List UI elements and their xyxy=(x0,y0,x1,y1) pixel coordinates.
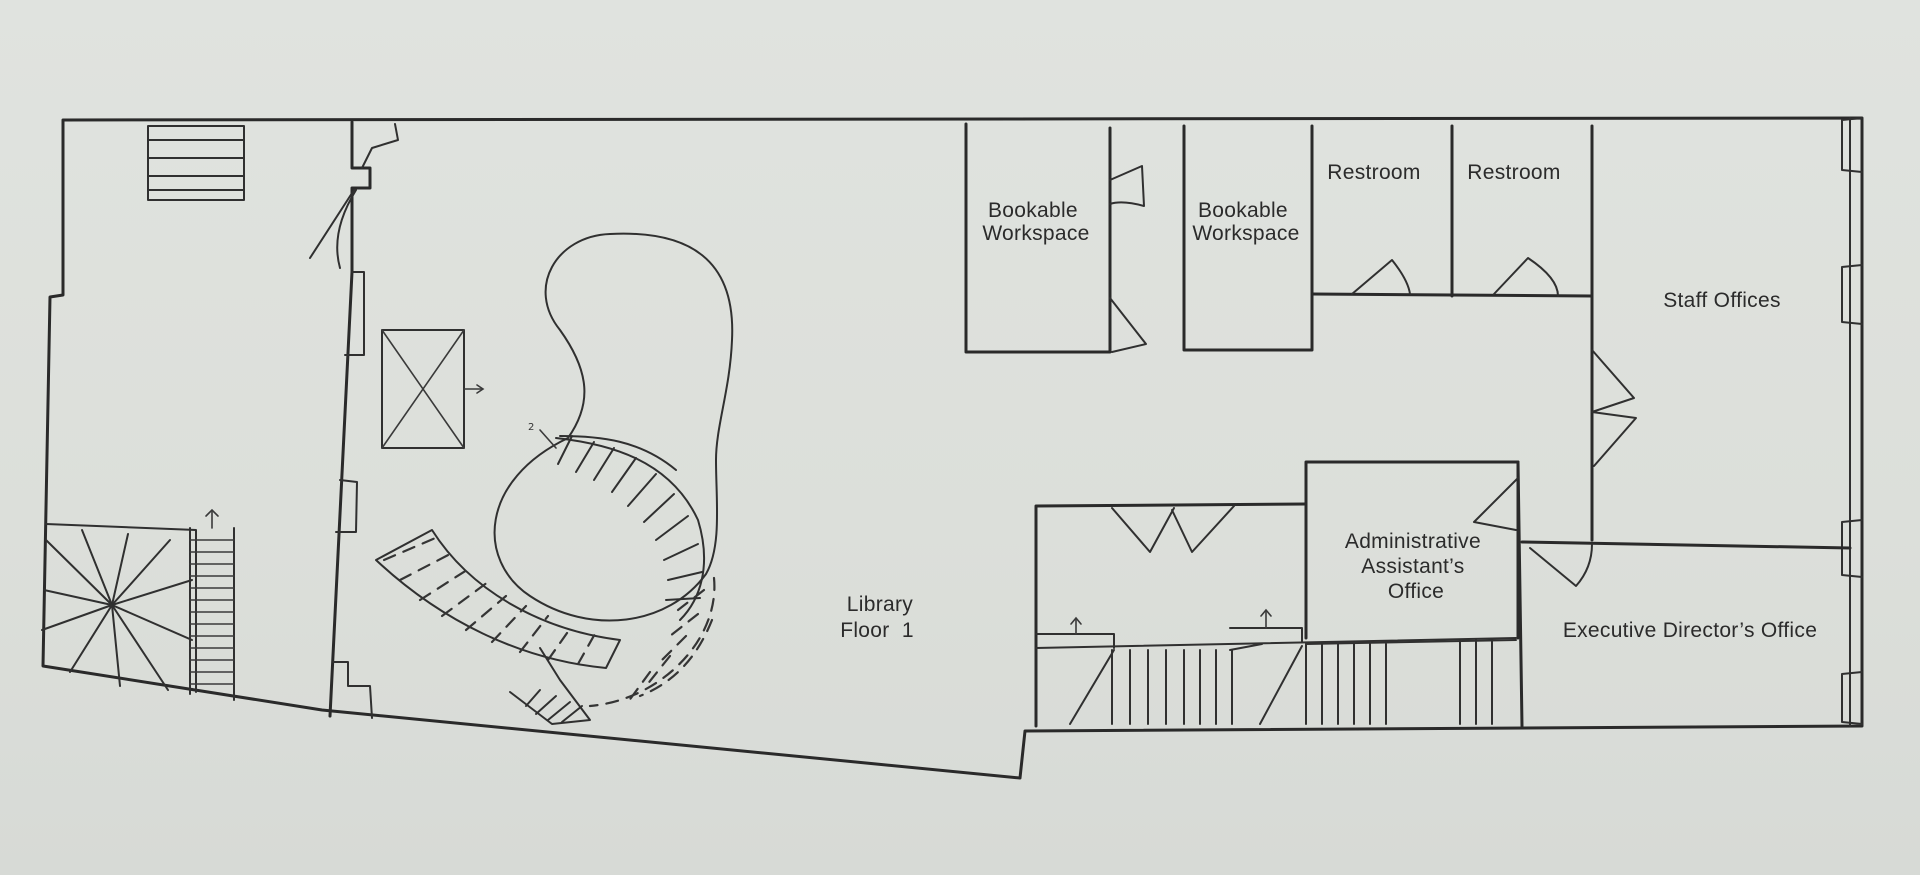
spiral-stair xyxy=(41,523,197,693)
left-partition xyxy=(309,120,399,719)
lower-arc-stair xyxy=(375,529,621,725)
staff-office-doors xyxy=(1591,349,1637,467)
bottom-stair-band xyxy=(1035,608,1517,725)
outer-walls xyxy=(41,116,1864,780)
library-floor-label: Library Floor 1 xyxy=(840,593,919,642)
atrium-opening xyxy=(493,232,734,622)
right-wall-windows xyxy=(1841,117,1863,727)
room-labels: Bookable Workspace Bookable Workspace Re… xyxy=(840,161,1817,642)
exec-office-walls xyxy=(1520,540,1852,587)
stair-number-mark: 2 xyxy=(528,422,534,433)
top-left-stairs xyxy=(147,125,245,201)
restroom-2-label: Restroom xyxy=(1467,161,1560,184)
executive-director-office-label: Executive Director’s Office xyxy=(1563,619,1817,642)
dashed-stair xyxy=(588,576,716,708)
staff-offices-label: Staff Offices xyxy=(1663,289,1781,312)
elevator xyxy=(381,329,485,449)
restroom-walls xyxy=(1310,124,1594,542)
admin-office-walls xyxy=(1304,460,1524,728)
bookable-workspace-2-label: Bookable Workspace xyxy=(1192,199,1299,245)
lower-room-walls xyxy=(1034,502,1308,728)
bookable-workspace-1-label: Bookable Workspace xyxy=(982,199,1089,245)
admin-assistant-office-label: Administrative Assistant’s Office xyxy=(1345,530,1487,603)
bookable-workspace-walls xyxy=(964,122,1314,354)
ladder-stair xyxy=(189,508,235,701)
curved-staircase: 2 xyxy=(528,422,706,621)
restroom-1-label: Restroom xyxy=(1327,161,1420,184)
